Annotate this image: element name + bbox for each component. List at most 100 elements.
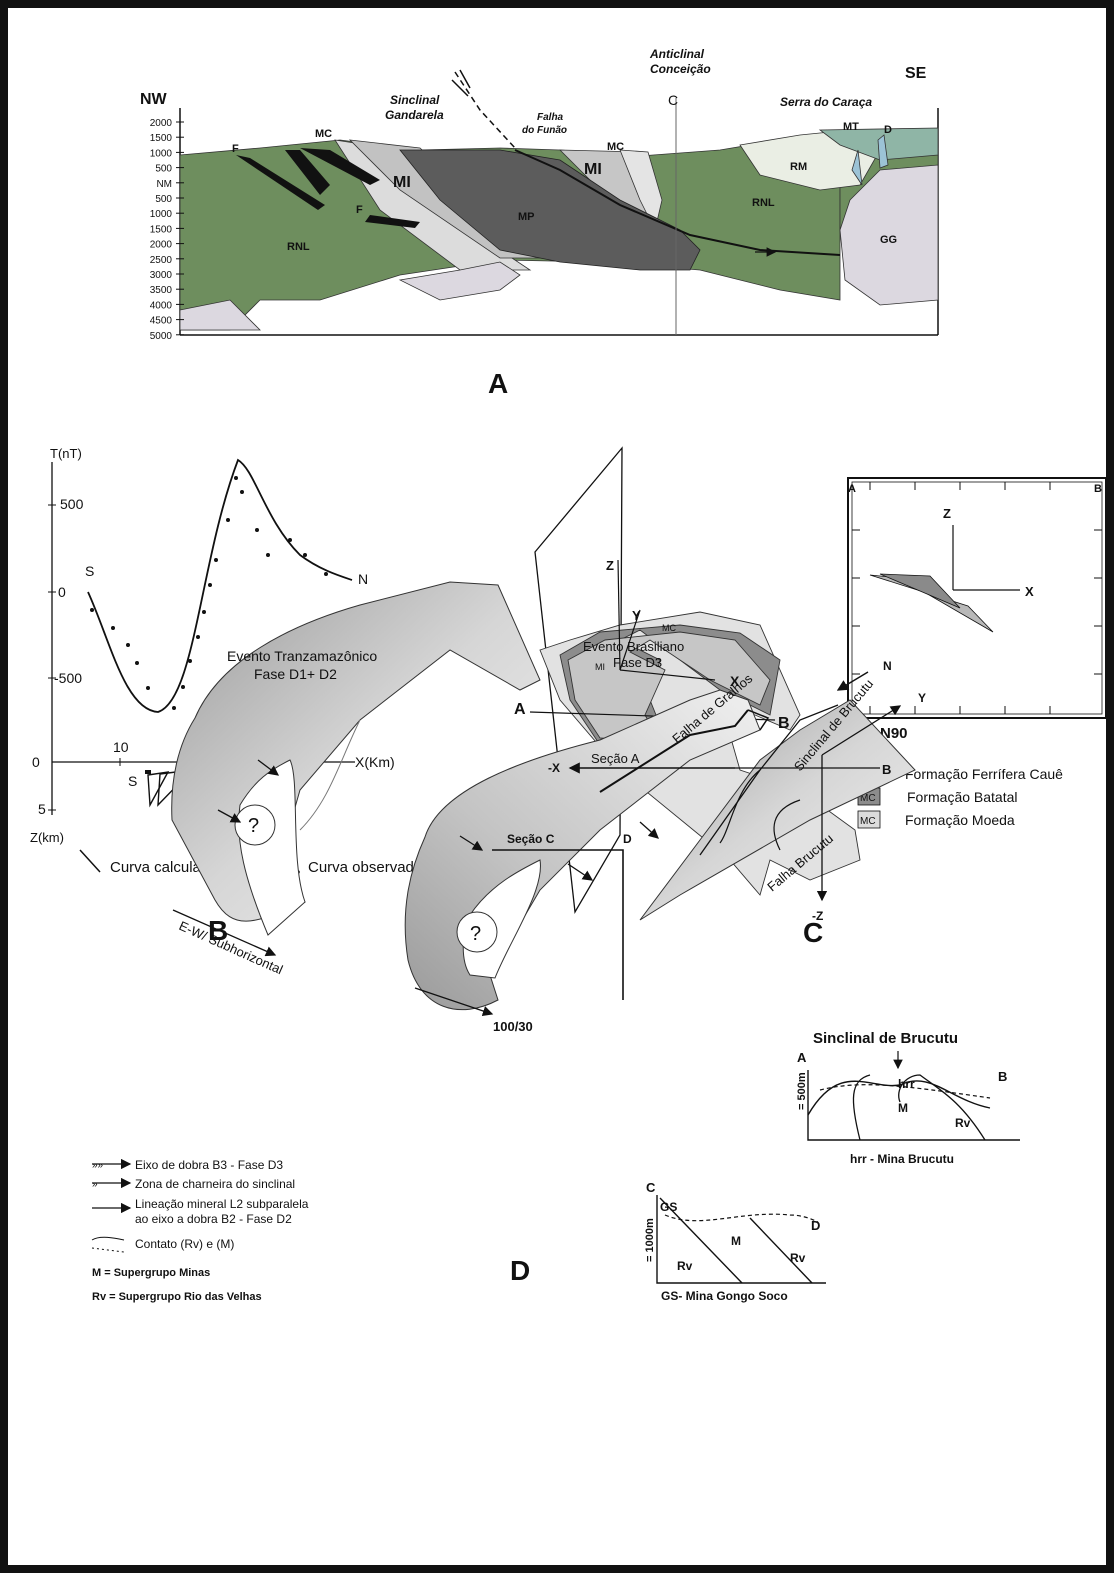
d-sb-caption: hrr - Mina Brucutu <box>850 1152 954 1166</box>
observed-point <box>172 706 176 710</box>
d-gs-c: C <box>646 1180 656 1195</box>
c-inset-frame <box>847 477 1107 719</box>
c-legend-text-moeda: Formação Moeda <box>905 812 1015 828</box>
sinclinal-label-1: Sinclinal <box>390 93 440 107</box>
d-gs-scale: = 1000m <box>644 1218 656 1262</box>
depth-tick-label: 2000 <box>150 240 173 251</box>
observed-point <box>324 572 328 576</box>
label-se: SE <box>905 65 927 82</box>
d-abbr-m: M = Supergrupo Minas <box>92 1267 210 1279</box>
d-gs-m: M <box>731 1234 741 1248</box>
curve-observed <box>90 476 328 710</box>
c-n90: N90 <box>880 725 908 742</box>
d-legend-zona: Zona de charneira do sinclinal <box>135 1177 295 1191</box>
depth-tick-label: 1000 <box>150 209 173 220</box>
unit-label-mc1: MC <box>315 128 332 140</box>
d-legend: »» Eixo de dobra B3 - Fase D3 » Zona de … <box>91 1158 309 1303</box>
d-bras-label-2: Fase D3 <box>613 655 662 670</box>
unit-gg <box>839 164 939 306</box>
observed-point <box>226 518 230 522</box>
d-label-b: B <box>882 762 891 777</box>
d-legend-lineacao-1: Lineação mineral L2 subparalela <box>135 1197 309 1211</box>
d-sb-scale: = 500m <box>796 1072 808 1110</box>
legend-calc-text: Curva calculada <box>110 859 218 876</box>
observed-point <box>202 610 206 614</box>
d-label-d-small: D <box>623 832 632 846</box>
observed-point <box>111 626 115 630</box>
observed-point <box>255 528 259 532</box>
observed-point <box>135 661 139 665</box>
panel-a-label: A <box>488 368 508 399</box>
d-gs-rv2: Rv <box>790 1251 806 1265</box>
curve-calculated <box>87 458 353 713</box>
depth-tick-label: NM <box>156 179 172 190</box>
unit-label-rnl2: RNL <box>752 197 775 209</box>
d-question-2: ? <box>470 923 481 945</box>
observed-point <box>208 583 212 587</box>
b-label-n-top: N <box>358 571 368 587</box>
d-legend-lineacao-2: ao eixo a dobra B2 - Fase D2 <box>135 1212 292 1226</box>
b-y-axis-label: T(nT) <box>50 446 82 461</box>
observed-point <box>188 659 192 663</box>
d-gs-rv1: Rv <box>677 1259 693 1273</box>
observed-point <box>90 608 94 612</box>
unit-label-mi2: MI <box>584 161 602 178</box>
svg-text:»»: »» <box>92 1160 104 1171</box>
d-sb-b: B <box>998 1069 1007 1084</box>
unit-label-f1: F <box>232 143 239 155</box>
observed-point <box>181 685 185 689</box>
c-legend-text-caue: Formação Ferrífera Cauê <box>905 766 1063 782</box>
b-y-tick-500: 500 <box>60 496 84 512</box>
observed-point <box>240 490 244 494</box>
c-point-a: A <box>514 701 526 718</box>
depth-tick-label: 500 <box>155 194 172 205</box>
unit-label-mt: MT <box>843 121 859 133</box>
unit-label-gg: GG <box>880 234 897 246</box>
label-c-line: C <box>668 92 678 108</box>
depth-tick-label: 500 <box>155 164 172 175</box>
depth-tick-label: 3500 <box>150 285 173 296</box>
observed-point <box>234 476 238 480</box>
observed-point <box>303 553 307 557</box>
c-point-b: B <box>778 715 790 732</box>
c-unit-mi: MI <box>595 662 605 672</box>
d-legend-eixo: Eixo de dobra B3 - Fase D3 <box>135 1158 283 1172</box>
unit-label-mp: MP <box>518 211 535 223</box>
d-abbr-rv: Rv = Supergrupo Rio das Velhas <box>92 1291 262 1303</box>
falha-label-1: Falha <box>537 112 564 123</box>
panel-c: Z Y X A B MI MC MC N90 A B Z X MI Formaç… <box>514 446 1107 948</box>
d-label-mz: -Z <box>812 909 823 923</box>
serra-label: Serra do Caraça <box>780 95 872 109</box>
d-label-mx: -X <box>548 761 560 775</box>
observed-point <box>266 553 270 557</box>
c-inset-z: Z <box>943 506 951 521</box>
observed-point <box>126 643 130 647</box>
d-sb-title: Sinclinal de Brucutu <box>813 1030 958 1047</box>
d-sb-hrr: hrr <box>898 1077 915 1091</box>
legend-obs-text: Curva observada <box>308 859 423 876</box>
d-sb-a: A <box>797 1050 807 1065</box>
d-fold-3 <box>639 699 916 921</box>
observed-point <box>146 686 150 690</box>
c-axis-z: Z <box>606 558 614 573</box>
b-x-tick-10: 10 <box>113 739 129 755</box>
d-secao-c: Seção C <box>507 832 555 846</box>
b-z-axis-label: Z(km) <box>30 830 64 845</box>
depth-tick-label: 3000 <box>150 270 173 281</box>
unit-label-mc2: MC <box>607 141 624 153</box>
depth-tick-label: 5000 <box>150 331 173 342</box>
unit-label-mi1: MI <box>393 174 411 191</box>
observed-point <box>288 538 292 542</box>
d-tranz-label-2: Fase D1+ D2 <box>254 666 337 682</box>
c-inset-x: X <box>1025 584 1034 599</box>
d-legend-contato: Contato (Rv) e (M) <box>135 1237 234 1251</box>
depth-tick-label: 1500 <box>150 133 173 144</box>
c-legend-code-mc1: MC <box>860 793 876 804</box>
legend-calc-symbol <box>79 849 101 873</box>
c-axis-x: X <box>730 673 740 689</box>
unit-label-f2: F <box>356 204 363 216</box>
d-tranz-label-1: Evento Tranzamazônico <box>227 648 377 664</box>
observed-point <box>214 558 218 562</box>
c-unit-mc1: MC <box>662 623 676 633</box>
